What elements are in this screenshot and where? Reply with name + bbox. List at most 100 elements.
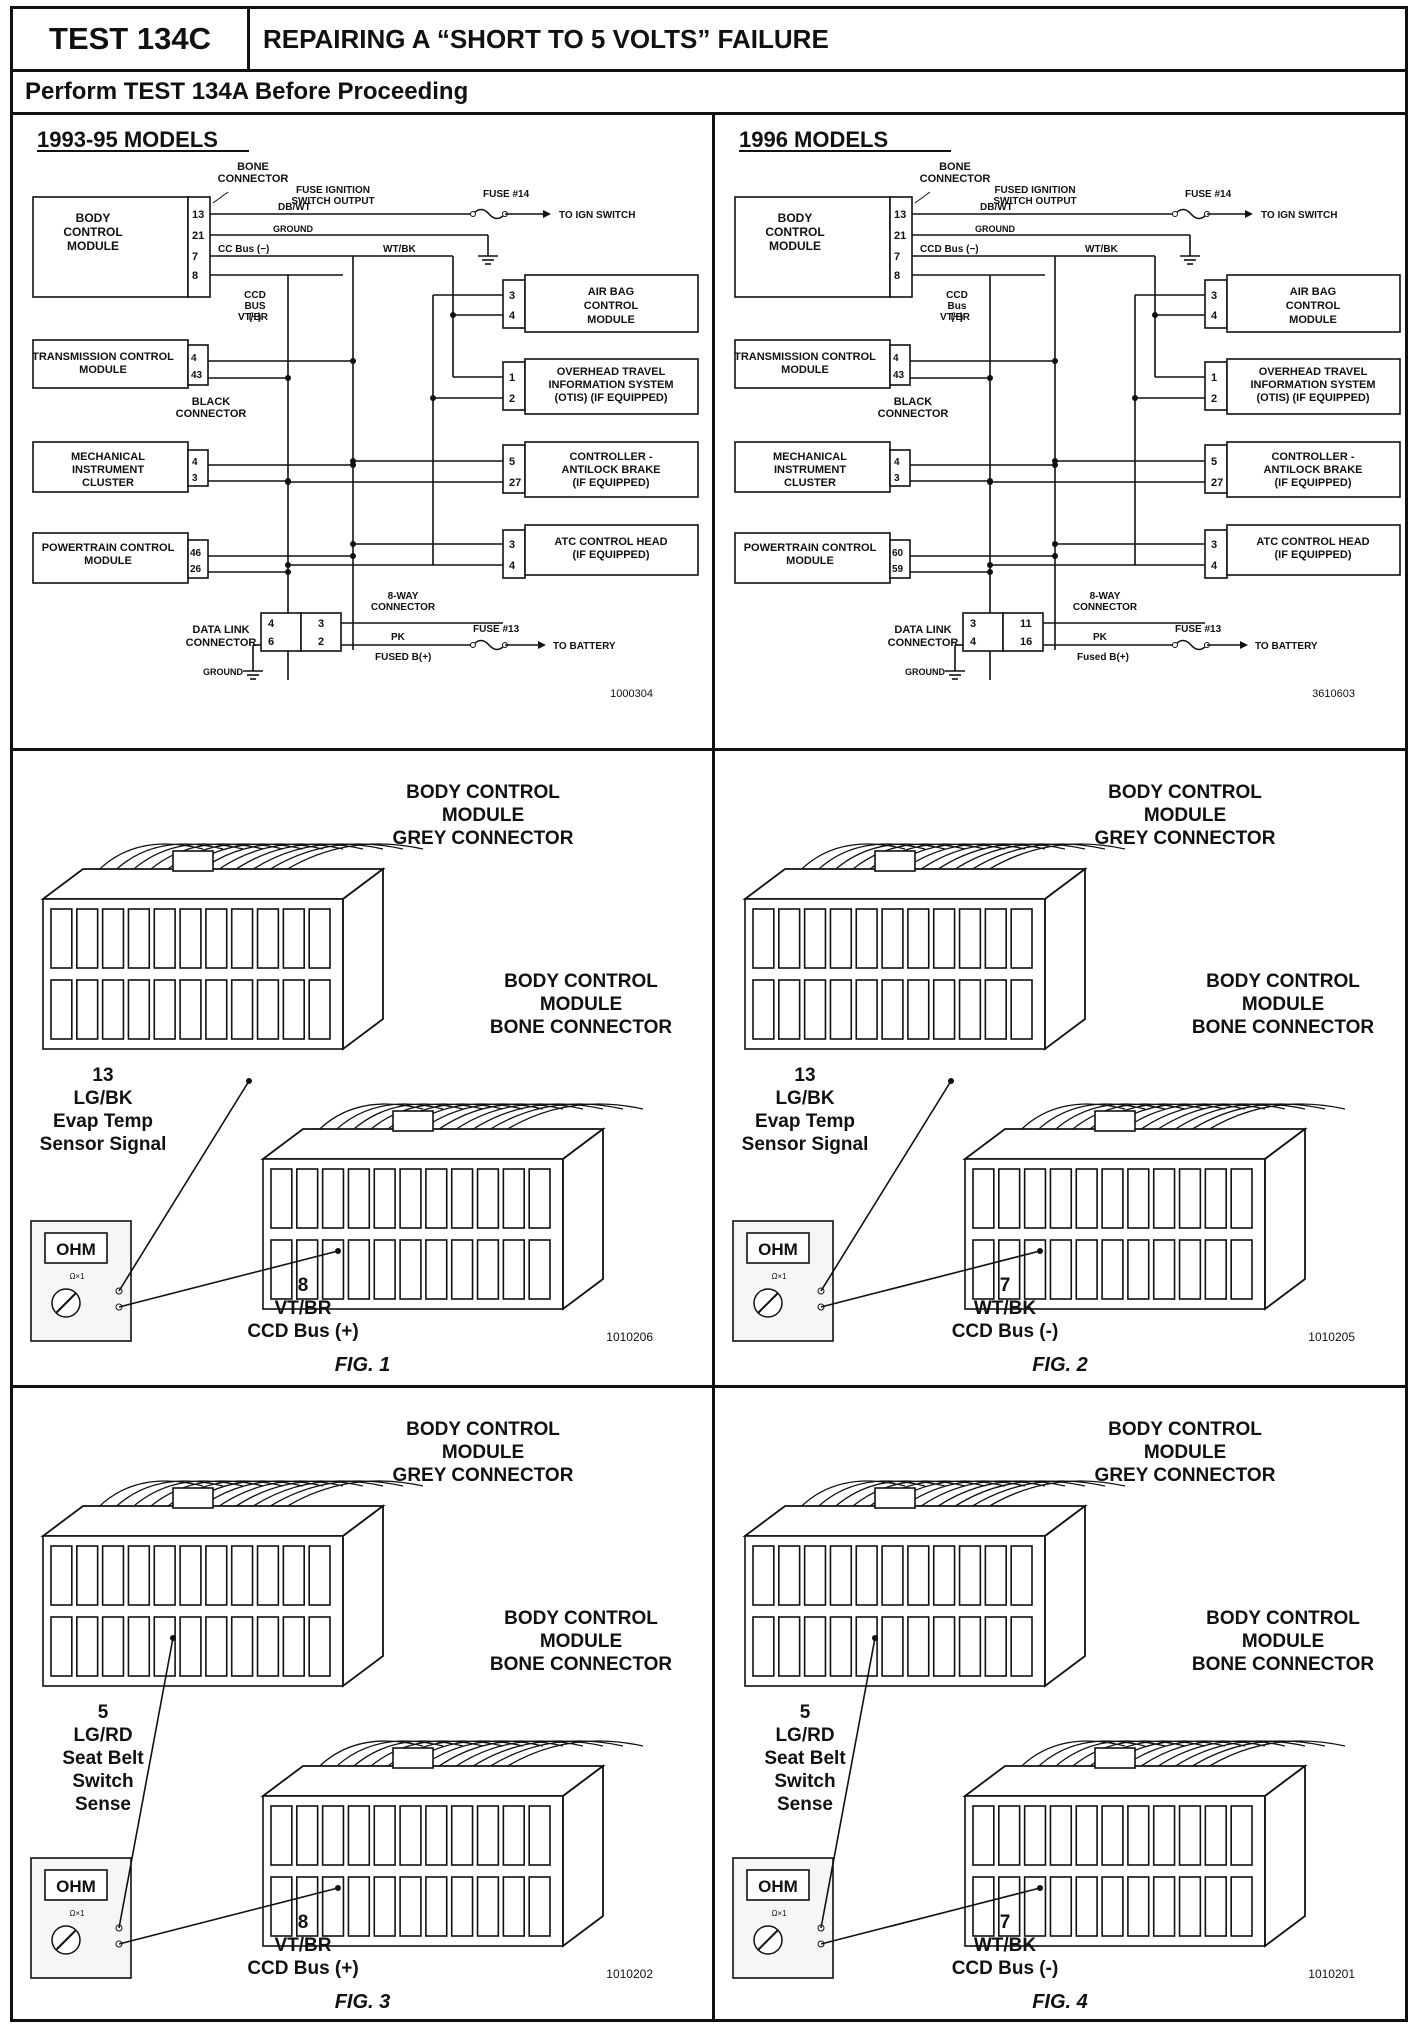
dlc-right-block — [300, 612, 342, 652]
pin-cavity — [528, 1239, 551, 1300]
fuse-icon — [1172, 642, 1178, 648]
probe-1-label: Sense — [75, 1794, 131, 1815]
pin-number: 7 — [894, 251, 900, 263]
leader-line — [212, 191, 229, 204]
pin-cavity — [476, 1805, 500, 1866]
schematic-group: 1993-95 MODELSBONECONNECTORBODYCONTROLMO… — [32, 127, 699, 700]
module-label: OVERHEAD TRAVEL — [557, 366, 666, 378]
bone-connector-label: MODULE — [540, 1631, 622, 1652]
probe-2-label: WT/BK — [974, 1298, 1037, 1319]
wire-color-label: DB/WT — [278, 202, 311, 213]
fuse-icon — [472, 639, 506, 651]
module-label: MODULE — [781, 364, 829, 376]
pin-cavity — [127, 1545, 151, 1606]
splice-dot — [987, 375, 993, 381]
test-lead-2 — [820, 1250, 1041, 1308]
pin-cavity — [425, 1239, 448, 1300]
wire-label: FUSE IGNITION — [296, 185, 370, 196]
dial-pointer — [757, 1292, 779, 1314]
pin-cavity — [282, 1616, 305, 1677]
pcm-box — [734, 532, 891, 584]
pin-cavity — [76, 908, 99, 969]
pin-cavity — [1204, 1168, 1227, 1229]
pin-number: 3 — [192, 473, 198, 484]
connector-latch — [874, 850, 916, 872]
test-lead-2 — [118, 1250, 339, 1308]
figure-code: 1010206 — [606, 1330, 653, 1344]
wire-label: (+) — [951, 312, 964, 323]
pin-number: 5 — [509, 456, 515, 468]
pin-cavity — [205, 1616, 228, 1677]
arrow-icon — [1240, 641, 1248, 649]
grey-connector — [742, 1480, 1126, 1688]
dlc-right-block — [1002, 612, 1044, 652]
probe-1-label: Sensor Signal — [40, 1134, 167, 1155]
wire-color-label: VT/BR — [238, 312, 269, 323]
otis-module-box — [524, 358, 699, 415]
pin-cavity — [502, 1805, 525, 1866]
splice-dot — [1052, 553, 1058, 559]
pin-cavity — [803, 979, 827, 1040]
pin-cavity — [153, 908, 176, 969]
connector-top — [962, 1128, 1308, 1160]
pin-cavity — [1178, 1805, 1202, 1866]
pin-cavity — [101, 908, 125, 969]
pin-cavity — [321, 1239, 345, 1300]
atc-module-box — [524, 524, 699, 576]
connector-top — [742, 1505, 1088, 1537]
grey-connector-label: GREY CONNECTOR — [1095, 1465, 1276, 1486]
pin-number: 4 — [893, 353, 899, 364]
module-label: (IF EQUIPPED) — [1274, 477, 1351, 489]
pin-number: 4 — [894, 457, 900, 468]
probe-2-label: WT/BK — [974, 1935, 1037, 1956]
pin-cavity — [1010, 1545, 1033, 1606]
destination-label: TO BATTERY — [553, 641, 616, 652]
module-label: POWERTRAIN CONTROL — [42, 542, 175, 554]
bone-connector-label: BONE — [939, 161, 971, 173]
splice-dot — [350, 541, 356, 547]
grey-connector — [40, 843, 424, 1051]
splice-dot — [350, 553, 356, 559]
pin-cavity — [1230, 1876, 1253, 1937]
pin-cavity — [270, 1239, 293, 1300]
pin-cavity — [907, 1545, 930, 1606]
splice-dot — [987, 479, 993, 485]
wire-label: SWITCH OUTPUT — [291, 196, 374, 207]
pin-cavity — [1023, 1168, 1047, 1229]
airbag-module-box — [1226, 274, 1401, 333]
module-label: (IF EQUIPPED) — [572, 549, 649, 561]
connector-side — [1044, 867, 1086, 1051]
arrow-icon — [1245, 210, 1253, 218]
probe-1-label: LG/RD — [73, 1725, 132, 1746]
destination-label: TO IGN SWITCH — [1261, 210, 1337, 221]
tcm-box — [734, 339, 891, 389]
probe-1-label: 5 — [98, 1702, 109, 1723]
figure-code: 1010205 — [1308, 1330, 1355, 1344]
pin-cavity — [778, 979, 801, 1040]
pin-number: 27 — [509, 477, 521, 489]
pin-cavity — [127, 908, 151, 969]
module-label: MODULE — [67, 239, 119, 253]
probe-1-label: LG/RD — [775, 1725, 834, 1746]
connector-side — [562, 1127, 604, 1311]
splice-dot — [350, 358, 356, 364]
pin-cavity — [1049, 1168, 1073, 1229]
wire-color-label: PK — [1093, 632, 1108, 643]
pin-cavity — [855, 1616, 878, 1677]
pin-cavity — [296, 1168, 319, 1229]
pin-cavity — [907, 1616, 930, 1677]
module-label: INFORMATION SYSTEM — [1250, 379, 1375, 391]
pin-number: 6 — [268, 636, 274, 648]
pin-cavity — [347, 1876, 371, 1937]
pin-cavity — [321, 1876, 345, 1937]
pin-number: 5 — [1211, 456, 1217, 468]
arrow-icon — [543, 210, 551, 218]
probe-1-label: LG/BK — [73, 1088, 132, 1109]
pin-cavity — [1127, 1239, 1150, 1300]
ohmmeter-display — [44, 1869, 108, 1901]
body-control-module-box — [32, 196, 189, 298]
pin-number: 3 — [1211, 290, 1217, 302]
ohmmeter-range: Ω×1 — [69, 1272, 85, 1281]
black-connector-label: CONNECTOR — [176, 408, 247, 420]
